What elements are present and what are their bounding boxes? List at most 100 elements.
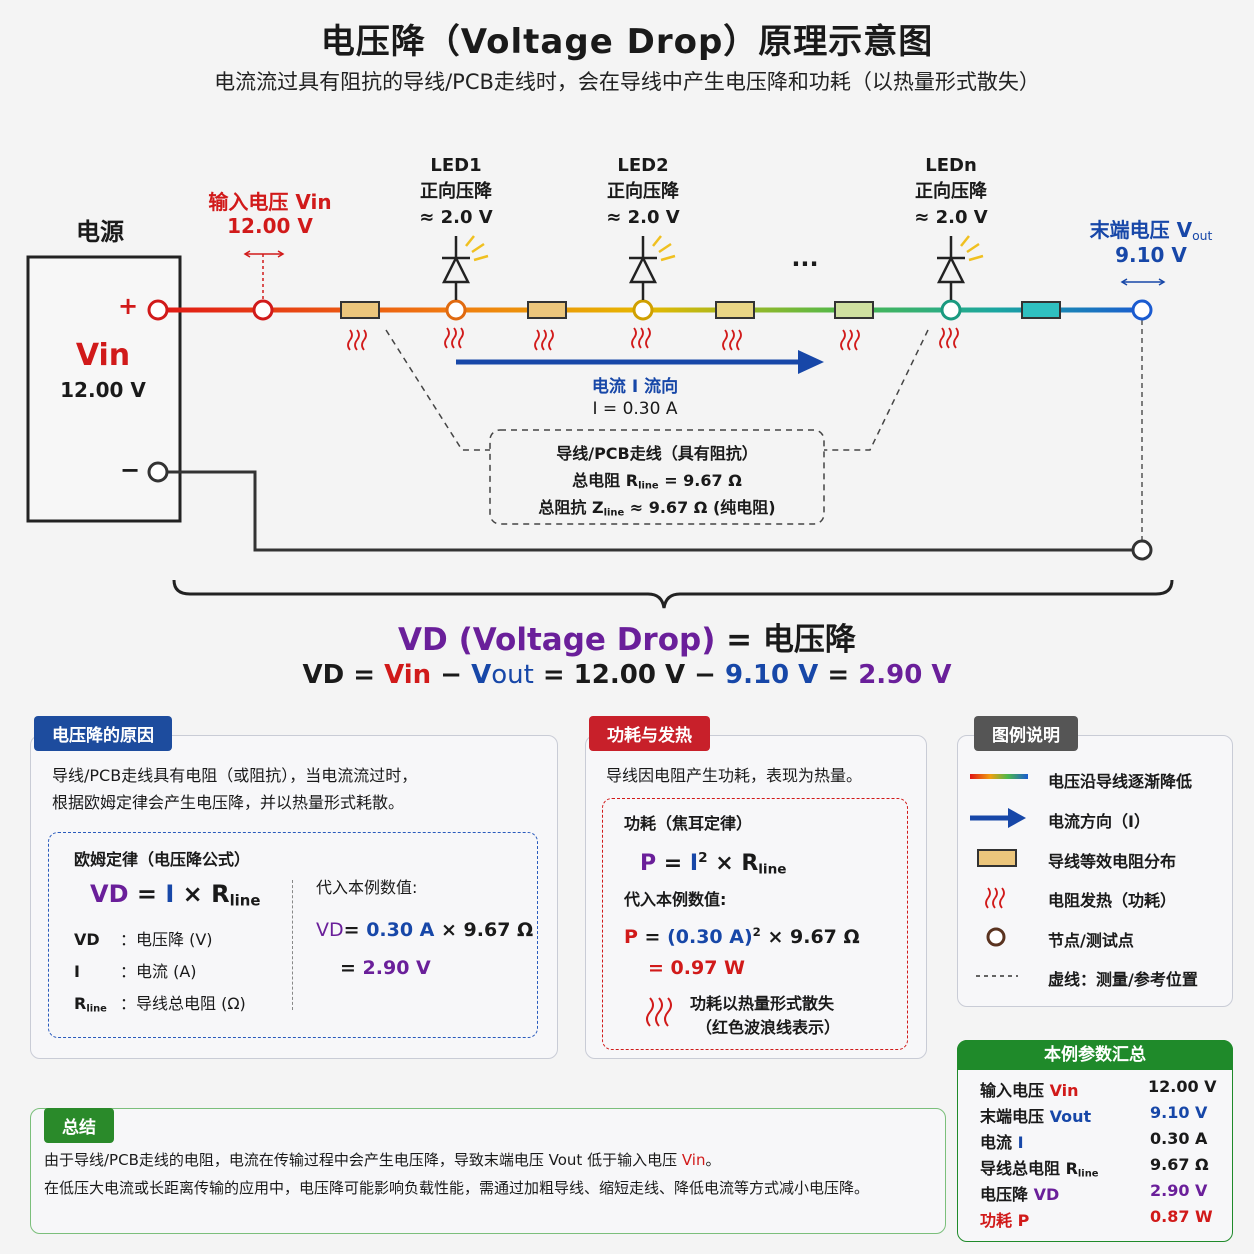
minus-sign: −	[120, 456, 141, 484]
param-r-value: 9.67 Ω	[1150, 1155, 1209, 1174]
legend-item-node: 节点/测试点	[1048, 931, 1134, 950]
output-voltage-out: out	[1192, 228, 1213, 244]
heat-line1: 功耗以热量形式散失	[690, 994, 835, 1013]
led1-symbol	[441, 235, 489, 300]
line-r-prefix: 总电阻 R	[572, 471, 639, 490]
plus-sign: +	[118, 292, 139, 320]
power-sub-result-line: = 0.97 W	[648, 954, 745, 982]
ohm-formula: VD = I × Rline	[90, 880, 260, 915]
param-row-vout: 末端电压 Vout	[980, 1103, 1091, 1127]
current-label: 电流 I 流向	[591, 377, 679, 397]
param-i-hl: I	[1017, 1133, 1024, 1152]
param-row-vd: 电压降 VD	[980, 1181, 1059, 1205]
legend-item-resistance: 导线等效电阻分布	[1048, 852, 1177, 871]
cause-line2: 根据欧姆定律会产生电压降，并以热量形式耗散。	[52, 793, 405, 812]
return-wire	[168, 470, 1132, 552]
output-voltage-value: 9.10 V	[1115, 243, 1187, 267]
voltage-drop-brace	[172, 579, 1174, 609]
heat-line2: （红色波浪线表示）	[696, 1018, 841, 1037]
minus-terminal	[147, 461, 169, 483]
vin-marker	[243, 250, 285, 300]
led2-node	[632, 299, 654, 321]
legend-node-icon	[986, 927, 1006, 947]
conclusion-panel	[30, 1108, 946, 1234]
param-vin-hl: Vin	[1049, 1081, 1079, 1100]
vd-f-eq1: =	[344, 660, 385, 690]
def-vd-sym: VD	[74, 930, 100, 949]
heat-waves	[347, 327, 959, 351]
power-s-eq: =	[637, 926, 668, 949]
param-vd-value: 2.90 V	[1150, 1181, 1208, 1200]
param-row-r: 导线总电阻 Rline	[980, 1155, 1098, 1179]
param-p-label: 功耗	[980, 1211, 1018, 1230]
line-r-sub: line	[638, 480, 659, 492]
power-s-p: P	[624, 926, 638, 949]
legend-tag: 图例说明	[974, 716, 1078, 751]
led2-desc: 正向压降	[607, 181, 679, 202]
cause-sub-eq: =	[343, 919, 367, 941]
summary-params-panel	[957, 1040, 1233, 1242]
page-title: 电压降（Voltage Drop）原理示意图	[320, 22, 934, 62]
output-voltage-label: 末端电压 Vout	[1066, 214, 1236, 243]
param-p-value: 0.87 W	[1150, 1207, 1213, 1226]
ohm-title: 欧姆定律（电压降公式）	[74, 850, 251, 869]
legend-heat-icon	[985, 887, 1005, 909]
circuit-diagram	[26, 235, 1174, 609]
plus-terminal	[147, 299, 169, 321]
cause-sub-vd: VD	[316, 919, 344, 941]
current-value: I = 0.30 A	[592, 399, 678, 419]
vd-f-eq2: =	[533, 660, 574, 690]
joule-f-p: P	[640, 851, 657, 877]
led2-symbol	[628, 235, 676, 300]
ohm-f-i: I	[165, 880, 175, 908]
def-vd-txt: ：电压降 (V)	[120, 930, 213, 949]
legend-resistor-icon	[977, 849, 1017, 867]
power-sub-title: 代入本例数值:	[624, 890, 727, 909]
resistor-4	[834, 301, 874, 319]
param-r-label: 导线总电阻 R	[980, 1159, 1078, 1178]
joule-law-box	[602, 798, 908, 1050]
legend-item-current: 电流方向（I）	[1048, 812, 1150, 831]
ohm-f-eq: =	[128, 880, 166, 908]
def-r-sym-main: R	[74, 994, 87, 1013]
param-vin-label: 输入电压	[980, 1081, 1050, 1100]
resistor-5	[1021, 301, 1061, 319]
conclusion-line1: 由于导线/PCB走线的电阻，电流在传输过程中会产生电压降，导致末端电压 Vout…	[44, 1146, 720, 1174]
heat-wave-icon	[646, 997, 672, 1027]
line-z-prefix: 总阻抗 Z	[538, 498, 604, 517]
param-row-vin: 输入电压 Vin	[980, 1077, 1079, 1101]
line-resistance-box	[489, 429, 825, 525]
line-z-sub: line	[603, 507, 625, 519]
ellipsis: ···	[791, 250, 819, 278]
return-node	[1131, 539, 1153, 561]
line-z-suffix: ≈ 9.67 Ω (纯电阻)	[624, 498, 776, 517]
legend-gradient-icon	[970, 774, 1028, 779]
cause-line1: 导线/PCB走线具有电阻（或阻抗），当电流流过时，	[52, 766, 418, 785]
led1-value: ≈ 2.0 V	[419, 207, 493, 228]
source-vin-label: Vin	[75, 338, 131, 373]
param-row-i: 电流 I	[980, 1129, 1024, 1153]
current-arrow-head	[798, 350, 824, 374]
vd-title-purple: VD (Voltage Drop)	[398, 622, 716, 658]
resistor-3	[715, 301, 755, 319]
cause-tag: 电压降的原因	[34, 716, 172, 751]
cause-sub-r: × 9.67 Ω	[434, 919, 534, 941]
conclusion-line1-end: 。	[705, 1151, 721, 1169]
ledn-desc: 正向压降	[915, 181, 987, 202]
power-sub-formula: P = (0.30 A)2 × 9.67 Ω	[624, 918, 860, 951]
param-vout-hl: Vout	[1049, 1107, 1092, 1126]
vd-f-12: 12.00 V	[573, 660, 686, 690]
vd-f-vd: VD	[302, 660, 345, 690]
conclusion-tag: 总结	[44, 1108, 114, 1143]
vout-node	[1131, 299, 1153, 321]
led2-label: LED2 正向压降 ≈ 2.0 V	[583, 153, 703, 231]
ohm-f-sub: line	[229, 891, 261, 910]
param-vout-value: 9.10 V	[1150, 1103, 1208, 1122]
cause-sub-result: 2.90 V	[362, 957, 431, 979]
joule-title: 功耗（焦耳定律）	[624, 814, 753, 833]
line-box-resistance: 总电阻 Rline = 9.67 Ω	[490, 467, 824, 491]
vd-f-eq3: =	[818, 660, 859, 690]
param-vd-hl: VD	[1033, 1185, 1060, 1204]
led2-name: LED2	[617, 155, 669, 176]
legend-item-dashed: 虚线：测量/参考位置	[1048, 970, 1198, 989]
